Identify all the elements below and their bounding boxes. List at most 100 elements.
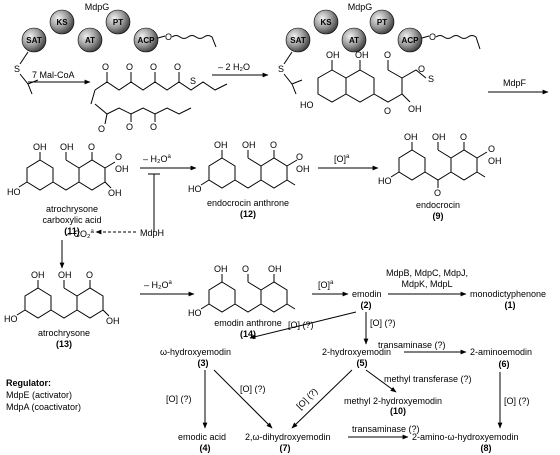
acetyl-group-2 (283, 73, 303, 95)
sat-label-1: SAT (26, 36, 42, 45)
at-label-2: AT (349, 36, 359, 45)
c14-o-1: O (242, 264, 249, 274)
pt-domain-2 (369, 9, 395, 35)
mdpG-label-1: MdpG (85, 2, 110, 12)
c11-oh-3: OH (115, 164, 129, 174)
acp-domain-2 (397, 27, 423, 53)
mdpG-enzyme-2: MdpG SAT KS AT PT ACP O S (278, 2, 481, 95)
c4-name: emodic acid (178, 432, 226, 442)
int-oh-2: OH (326, 50, 340, 60)
sat-thioester-bond-1 (19, 51, 29, 65)
c7-name: 2,ω-dihydroxyemodin (245, 432, 331, 442)
minus-h2o-a2-label: – H₂Oa (144, 280, 173, 290)
mdp-group-line2: MdpK, MdpL (401, 279, 452, 289)
c12-ho: HO (188, 184, 202, 194)
regulator-title: Regulator: (6, 378, 51, 388)
c3-name: ω-hydroxyemodin (160, 347, 231, 357)
c8-number: (8) (480, 443, 491, 453)
c12-o-2: O (296, 152, 303, 162)
c12-o-1: O (270, 140, 277, 150)
c9-o-2: O (488, 144, 495, 154)
acp-label-1: ACP (138, 36, 156, 45)
pt-domain-1 (105, 9, 131, 35)
acp-o-1: O (165, 32, 172, 42)
chain-o-1: O (102, 62, 109, 72)
sat-label-2: SAT (290, 36, 306, 45)
c10-number: (10) (390, 406, 406, 416)
int-oh-1: OH (355, 50, 369, 60)
sat-s-2: S (278, 64, 284, 74)
mdpG-label-2: MdpG (348, 2, 373, 12)
compound-11-structure: OH OH O O OH HO OH (7, 142, 129, 198)
c12-oh-1: OH (214, 140, 228, 150)
chain-o-7: O (150, 122, 157, 132)
c9-o-1: O (460, 132, 467, 142)
pt-label-1: PT (113, 18, 123, 27)
compound-13-structure: OH OH O HO OH (4, 270, 120, 326)
o-q2-label: [O] (?) (370, 318, 396, 328)
c13-oh-1: OH (31, 270, 45, 280)
pt-label-2: PT (377, 18, 387, 27)
mdpH-label: MdpH (140, 228, 164, 238)
sat-domain-2 (285, 27, 311, 53)
c11-oh-4: OH (108, 188, 122, 198)
at-label-1: AT (85, 36, 95, 45)
chain-o-2: O (126, 62, 133, 72)
arrow-5-to-7 (291, 369, 353, 429)
polyketide-chain: O O O O O O O S (90, 62, 228, 134)
c2-number: (2) (360, 300, 371, 310)
methyltransferase-label: methyl transferase (?) (384, 374, 472, 384)
c14-number: (14) (240, 329, 256, 339)
compound-12-structure: OH OH O O OH HO (188, 140, 310, 194)
c2-name: emodin (352, 289, 382, 299)
regulator-line2: MdpA (coactivator) (6, 402, 81, 412)
c11-name-line2: carboxylic acid (42, 215, 101, 225)
transaminase2-label: transaminase (?) (352, 424, 420, 434)
c9-oh-3: OH (488, 156, 502, 166)
acp-linker-2 (421, 35, 430, 39)
mal-coa-label: 7 Mal-CoA (32, 70, 75, 80)
c13-oh-2: OH (58, 270, 72, 280)
at-domain-2 (341, 27, 367, 53)
c1-number: (1) (504, 300, 515, 310)
at-domain-1 (77, 27, 103, 53)
cyclized-intermediate: OH OH O O S HO OH O (300, 50, 434, 116)
int-oh-3: OH (408, 104, 422, 114)
c9-o-3: O (434, 188, 441, 198)
c6-number: (6) (498, 359, 509, 369)
int-s: S (428, 74, 434, 84)
acp-linker-1 (157, 35, 166, 39)
c14-oh-1: OH (214, 264, 228, 274)
o-q6-label: [O] (?) (504, 396, 530, 406)
c1-name: monodictyphenone (470, 289, 546, 299)
c13-oh-3: OH (106, 316, 120, 326)
int-o-2: O (418, 64, 425, 74)
oxid-a2-label: [O]a (318, 280, 334, 290)
compound-14-structure: OH O OH HO (188, 264, 296, 318)
c7-number: (7) (279, 443, 290, 453)
chain-o-4: O (174, 62, 181, 72)
sat-s-1: S (14, 64, 20, 74)
c10-name: methyl 2-hydroxyemodin (344, 396, 442, 406)
c14-ho: HO (188, 308, 202, 318)
phosphopantetheine-arm-2 (435, 35, 481, 50)
transaminase1-label: transaminase (?) (378, 340, 446, 350)
c14-name: emodin anthrone (214, 318, 282, 328)
c9-number: (9) (432, 211, 443, 221)
c13-o-1: O (86, 270, 93, 280)
o-q5-label: [O] (?) (294, 386, 319, 411)
c13-name: atrochrysone (38, 328, 90, 338)
int-ho: HO (300, 100, 314, 110)
c14-oh-2: OH (268, 264, 282, 274)
c12-number: (12) (240, 209, 256, 219)
chain-o-5: O (98, 124, 105, 134)
arrow-5-to-10 (365, 369, 397, 393)
c11-o-1: O (88, 142, 95, 152)
c12-oh-2: OH (242, 140, 256, 150)
phosphopantetheine-arm-1 (171, 35, 217, 48)
mdpF-label: MdpF (503, 78, 527, 88)
ks-domain-1 (49, 9, 75, 35)
c3-number: (3) (197, 358, 208, 368)
arrow-2-to-3 (249, 311, 357, 340)
